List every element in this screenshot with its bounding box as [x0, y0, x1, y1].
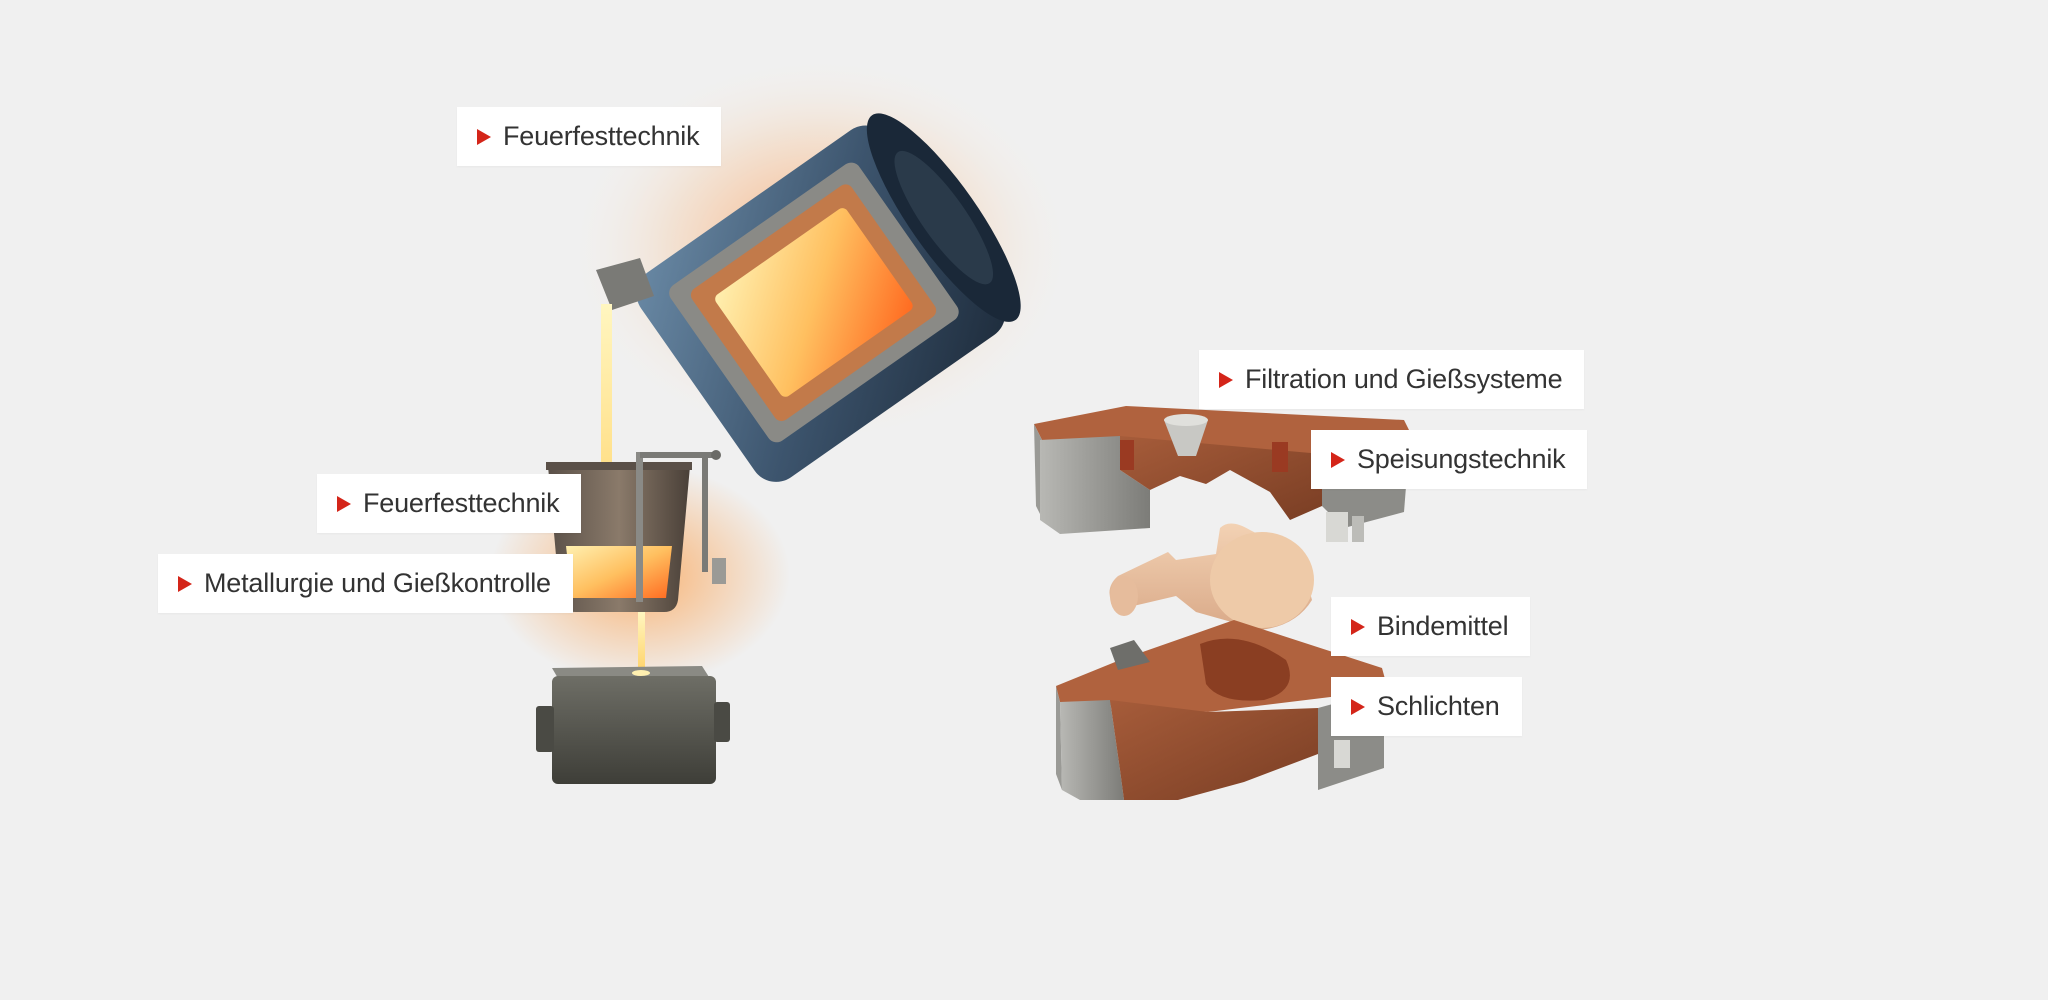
hotspot-metallurgie-giesskontrolle[interactable]: Metallurgie und Gießkontrolle	[158, 554, 573, 613]
hotspot-schlichten[interactable]: Schlichten	[1331, 677, 1522, 736]
hotspot-label: Filtration und Gießsysteme	[1245, 364, 1563, 394]
hotspot-label: Feuerfesttechnik	[363, 488, 560, 518]
hotspot-feuerfesttechnik-ladle[interactable]: Feuerfesttechnik	[317, 474, 582, 533]
triangle-right-icon	[1351, 618, 1365, 635]
molten-stream-lower	[638, 612, 645, 672]
triangle-right-icon	[1219, 371, 1233, 388]
hotspot-label: Metallurgie und Gießkontrolle	[204, 568, 551, 598]
triangle-right-icon	[477, 128, 491, 145]
hotspot-feuerfesttechnik-furnace[interactable]: Feuerfesttechnik	[457, 107, 722, 166]
triangle-right-icon	[1331, 451, 1345, 468]
hotspot-label: Schlichten	[1377, 691, 1500, 721]
triangle-right-icon	[178, 575, 192, 592]
hotspot-label: Bindemittel	[1377, 611, 1509, 641]
hotspot-label: Speisungstechnik	[1357, 444, 1566, 474]
hotspot-bindemittel[interactable]: Bindemittel	[1331, 597, 1531, 656]
hotspot-speisungstechnik[interactable]: Speisungstechnik	[1311, 430, 1588, 489]
sand-core	[1109, 523, 1314, 630]
hotspot-filtration-giesssysteme[interactable]: Filtration und Gießsysteme	[1199, 350, 1585, 409]
mold-box	[536, 666, 730, 784]
triangle-right-icon	[337, 495, 351, 512]
induction-furnace	[596, 113, 1021, 482]
hotspot-label: Feuerfesttechnik	[503, 121, 700, 151]
triangle-right-icon	[1351, 698, 1365, 715]
molten-stream-upper	[601, 304, 612, 564]
pouring-ladle	[546, 450, 726, 612]
